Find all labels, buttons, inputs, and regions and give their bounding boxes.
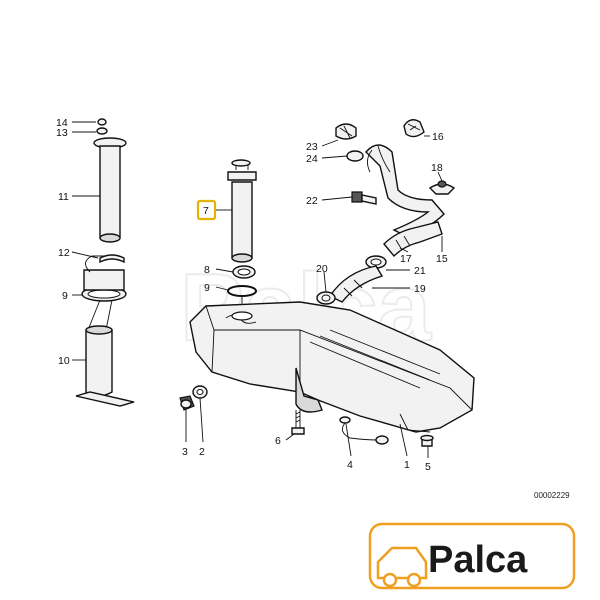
mount-parts (179, 385, 208, 411)
label-12: 12 (58, 247, 70, 259)
label-13: 13 (56, 127, 68, 139)
label-15: 15 (436, 253, 448, 265)
label-21: 21 (414, 265, 426, 277)
label-1: 1 (404, 459, 410, 471)
left-pump-assembly (75, 118, 135, 407)
label-16: 16 (432, 131, 444, 143)
label-6: 6 (275, 435, 281, 447)
label-19: 19 (414, 283, 426, 295)
car-icon (376, 546, 428, 588)
fuel-tank (189, 301, 475, 433)
palca-logo: Palca (368, 522, 576, 590)
label-5: 5 (425, 461, 431, 473)
label-7: 7 (203, 205, 209, 217)
label-20: 20 (316, 263, 328, 275)
label-14: 14 (56, 117, 68, 129)
label-9-left: 9 (62, 290, 68, 302)
highlight-box-7 (196, 199, 217, 221)
ground-strap (339, 416, 389, 445)
label-18: 18 (431, 162, 443, 174)
label-23: 23 (306, 141, 318, 153)
label-17: 17 (400, 253, 412, 265)
label-11: 11 (58, 191, 69, 203)
callout-labels: 14 13 11 12 9 10 7 8 9 3 2 6 4 1 5 23 24… (56, 117, 448, 473)
label-9-center: 9 (204, 282, 210, 294)
label-2: 2 (199, 446, 205, 458)
label-3: 3 (182, 446, 188, 458)
diagram-code: 00002229 (534, 491, 570, 500)
label-24: 24 (306, 153, 318, 165)
fuel-level-sender (227, 159, 257, 314)
filler-neck-assembly (316, 119, 456, 305)
bolt (291, 410, 305, 435)
label-8: 8 (204, 264, 210, 276)
logo-text: Palca (428, 539, 528, 581)
label-4: 4 (347, 459, 353, 471)
leader-lines (71, 121, 443, 458)
label-22: 22 (306, 195, 318, 207)
label-10: 10 (58, 355, 70, 367)
drain-bolt (420, 434, 434, 447)
